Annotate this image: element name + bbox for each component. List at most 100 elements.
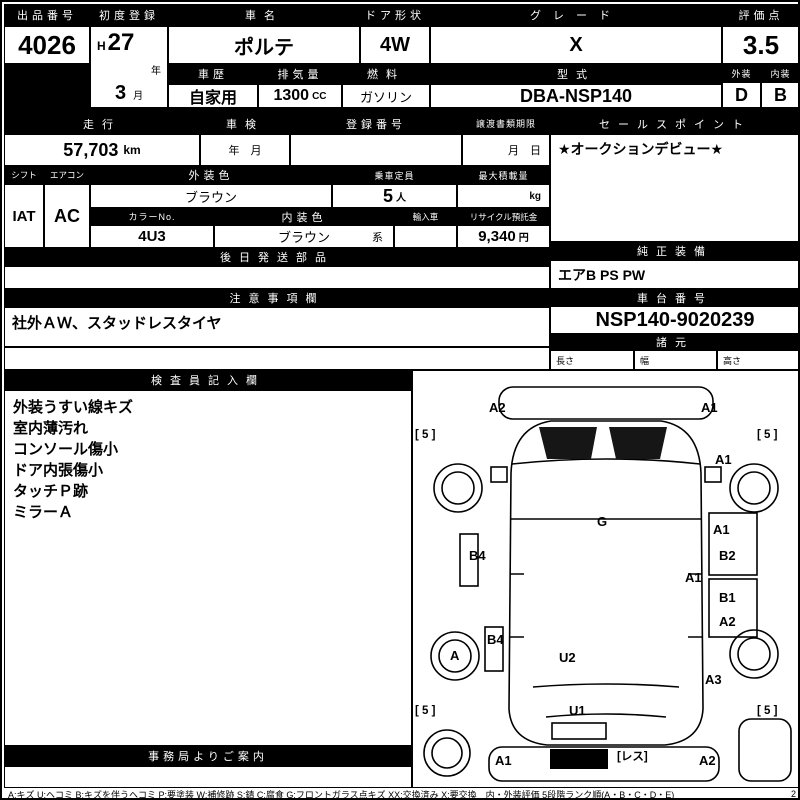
wheel-front-left (433, 463, 483, 513)
transfer-deadline-header: 譲渡書類期限 (462, 113, 550, 134)
displacement-number: 1300 (273, 87, 310, 104)
score-value: 3.5 (722, 26, 798, 64)
interior-color-value: ブラウン 系 (214, 225, 394, 248)
later-parts-value (4, 266, 550, 289)
legend-bar: A:キズ U:ヘコミ B:キズを伴うヘコミ P:要塗装 W:補修跡 S:錆 C:… (4, 788, 798, 800)
door-cut-lines (510, 573, 702, 638)
spec-height-label: 高さ (723, 356, 742, 366)
inspector-note-line: ドア内張傷小 (13, 462, 104, 479)
windshield-glass-right (609, 427, 667, 459)
right-front-door-panel (708, 512, 758, 576)
damage-label: U1 (569, 703, 586, 718)
damage-label: A1 (701, 400, 718, 415)
max-load-unit: kg (529, 190, 541, 202)
first-registration-header: 初度登録 (90, 4, 168, 26)
fuel-header: 燃料 (342, 64, 430, 84)
left-mirror (490, 466, 508, 483)
interior-color-header: 内装色 (214, 208, 394, 225)
genuine-equipment-value: エアB PS PW (550, 260, 798, 289)
sales-point-header: セールスポイント (550, 113, 798, 134)
damage-label: A1 (715, 452, 732, 467)
capacity-number: 5 (382, 185, 393, 206)
windshield-glass-left (539, 427, 597, 459)
wheel-rear-left (430, 631, 480, 681)
tire-depth-label: [ 5 ] (415, 705, 436, 717)
shift-value: IAT (4, 184, 44, 248)
wheel-rear-right (729, 629, 779, 679)
inspector-notes-header: 検査員記入欄 (4, 370, 412, 390)
fuel-value: ガソリン (342, 84, 430, 108)
exterior-color-header: 外装色 (90, 166, 332, 184)
displacement-header: 排気量 (258, 64, 342, 84)
max-load-value: kg (457, 184, 550, 208)
color-number-value: 4U3 (90, 225, 214, 248)
tire-depth-label: [ 5 ] (415, 429, 436, 441)
office-info-area (4, 766, 412, 788)
capacity-header: 乗車定員 (332, 166, 457, 184)
mileage-header: 走行 (4, 113, 200, 134)
legend-text: A:キズ U:ヘコミ B:キズを伴うヘコミ P:要塗装 W:補修跡 S:錆 C:… (8, 789, 675, 800)
chassis-number-value: NSP140-9020239 (550, 306, 798, 334)
tire-depth-label: [ 5 ] (757, 429, 778, 441)
spec-header: 諸元 (550, 334, 798, 350)
car-diagram-svg (423, 386, 792, 782)
inspector-note-line: コンソール傷小 (13, 441, 119, 458)
chassis-number-header: 車台番号 (550, 289, 798, 306)
license-plate (550, 749, 608, 769)
sales-point-value: ★オークションデビュー★ (550, 134, 798, 242)
caution-empty-row (4, 347, 550, 370)
rear-window-bottom (545, 713, 667, 718)
shaken-value: 年 月 (200, 134, 290, 166)
exterior-score-value: D (722, 82, 761, 108)
rear-bumper (488, 746, 720, 782)
first-reg-era: H (97, 39, 106, 53)
damage-label: A1 (713, 522, 730, 537)
grade-value: X (430, 26, 722, 64)
exterior-score-header: 外装 (722, 64, 761, 82)
door-shape-header: ドア形状 (360, 4, 430, 26)
caution-header: 注意事項欄 (4, 289, 550, 307)
car-damage-diagram: A2 A1 [ 5 ] [ 5 ] A1 G B4 A1 B2 A1 B1 A2… (412, 370, 798, 788)
interior-score-value: B (761, 82, 798, 108)
thick-separator (4, 108, 798, 113)
shift-header: シフト (4, 166, 44, 184)
transfer-deadline-value: 月 日 (462, 134, 550, 166)
cowl-line (511, 458, 701, 465)
history-header: 車歴 (168, 64, 258, 84)
exterior-color-value: ブラウン (90, 184, 332, 208)
registration-number-header: 登録番号 (290, 113, 462, 134)
first-reg-year-number: 27 (107, 29, 135, 56)
first-reg-month-number: 3 (114, 82, 127, 104)
spare-less-label: [レス] (617, 751, 648, 763)
aircon-header: エアコン (44, 166, 90, 184)
damage-label: A2 (489, 400, 506, 415)
lot-number-value: 4026 (4, 26, 90, 64)
lot-black-box (4, 64, 90, 108)
damage-label: B4 (469, 548, 486, 563)
left-front-door-panel (459, 533, 479, 587)
inspector-note-line: 室内薄汚れ (13, 420, 89, 437)
color-number-header: カラーNo. (90, 208, 214, 225)
tire-depth-label: [ 5 ] (757, 705, 778, 717)
damage-label: A1 (685, 570, 702, 585)
registration-number-value (290, 134, 462, 166)
mileage-unit: km (123, 143, 141, 157)
damage-label: B1 (719, 590, 736, 605)
aircon-value: AC (44, 184, 90, 248)
damage-label: A (450, 648, 460, 663)
trunk-plate-recess (551, 722, 607, 740)
damage-label: A2 (719, 614, 736, 629)
car-body-outline (508, 420, 704, 746)
damage-label: A2 (699, 753, 716, 768)
first-reg-year-row: H27 (97, 29, 134, 57)
front-bumper (498, 386, 714, 420)
interior-color-suffix: 系 (372, 231, 383, 244)
recycle-deposit-header: リサイクル預託金 (457, 208, 550, 225)
recycle-deposit-number: 9,340 (478, 228, 516, 245)
office-info-header: 事務局よりご案内 (4, 746, 412, 766)
model-code-header: 型式 (430, 64, 722, 84)
import-car-value (394, 225, 457, 248)
